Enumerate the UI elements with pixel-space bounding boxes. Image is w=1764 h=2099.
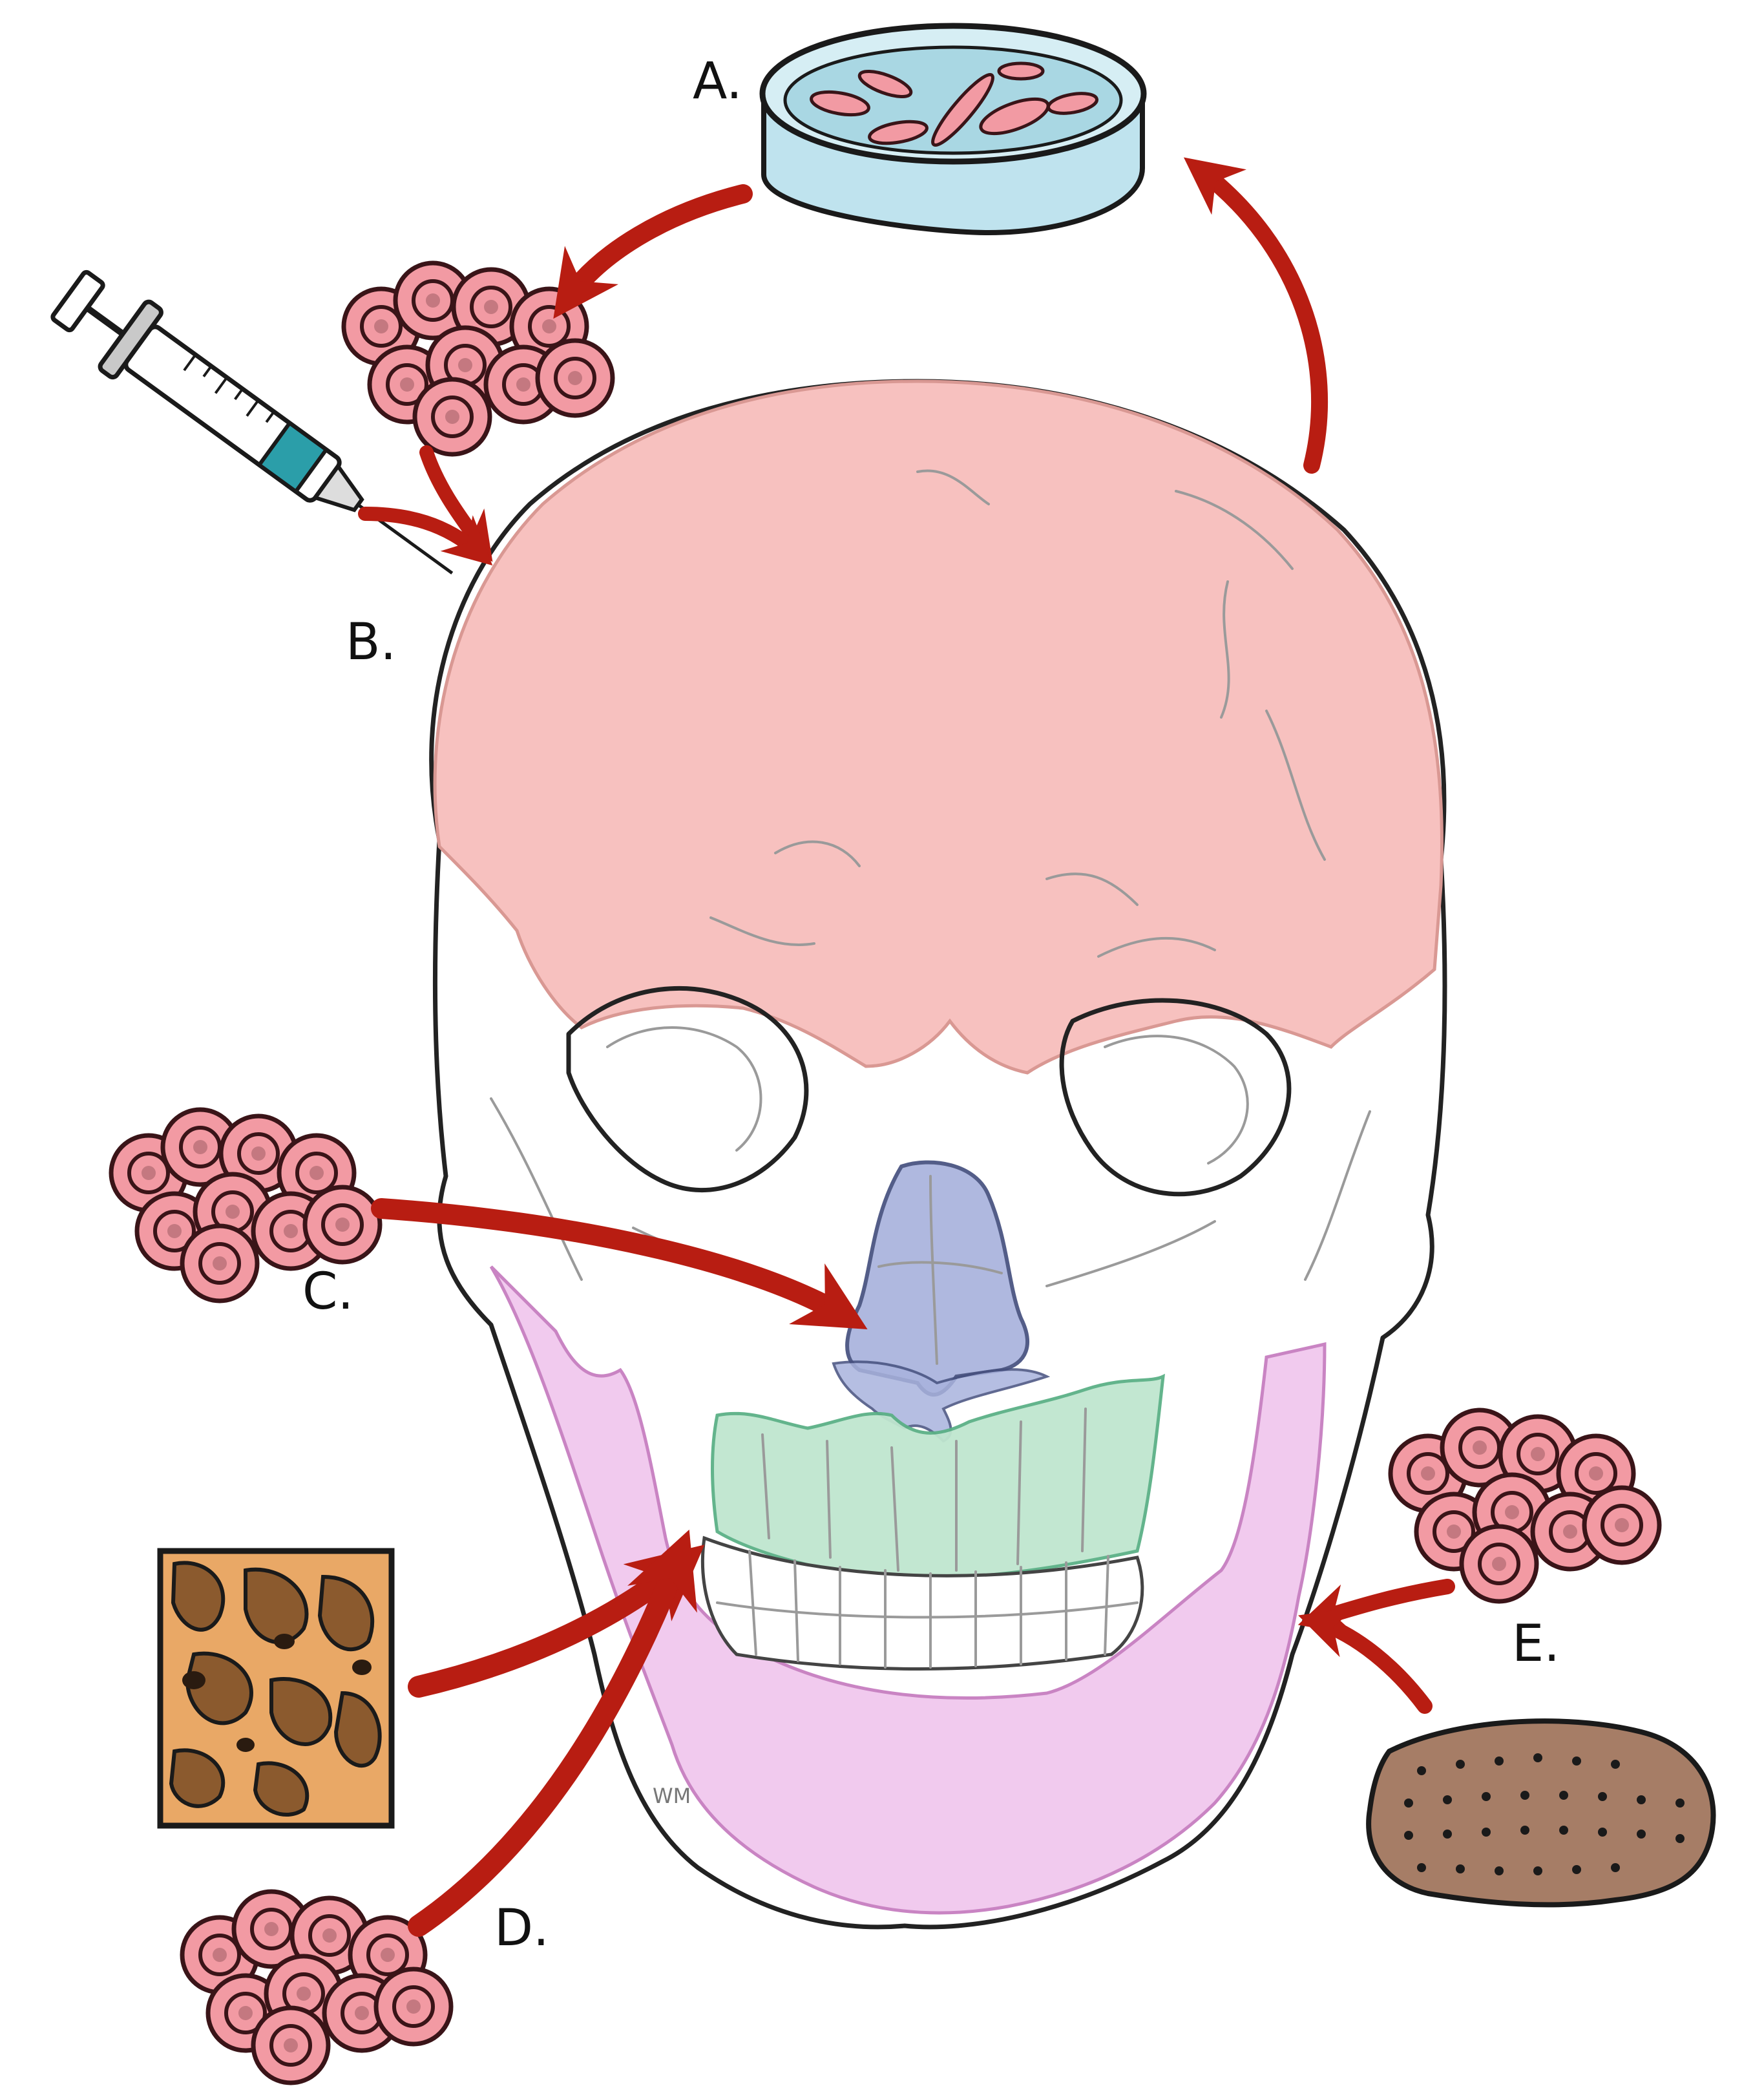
syringe-icon [50,269,454,575]
porous-membrane-icon [1366,1718,1716,1908]
arrow-icon [553,184,753,319]
label-a: A. [693,52,742,111]
arrow-icon [408,1529,697,1937]
artist-signature: WM [653,1784,691,1808]
arrow-icon [1297,1579,1455,1636]
arrow-icon [1298,1607,1433,1714]
cell-cluster-icon [1391,1410,1659,1601]
arrow-icon [358,507,493,566]
skull-illustration: WM [429,379,1447,1930]
petri-dish-icon [759,23,1147,236]
arrow-icon [1183,157,1328,474]
teeth [701,1535,1144,1671]
scaffold-icon [157,1548,395,1829]
arrows [358,157,1455,1937]
label-d: D. [494,1899,549,1957]
label-e: E. [1512,1615,1560,1673]
cranium-region [433,379,1444,1075]
label-b: B. [346,613,396,671]
label-c: C. [302,1263,353,1321]
mandible-region [489,1265,1327,1915]
arrow-icon [371,1198,868,1329]
maxilla-region [711,1373,1165,1581]
